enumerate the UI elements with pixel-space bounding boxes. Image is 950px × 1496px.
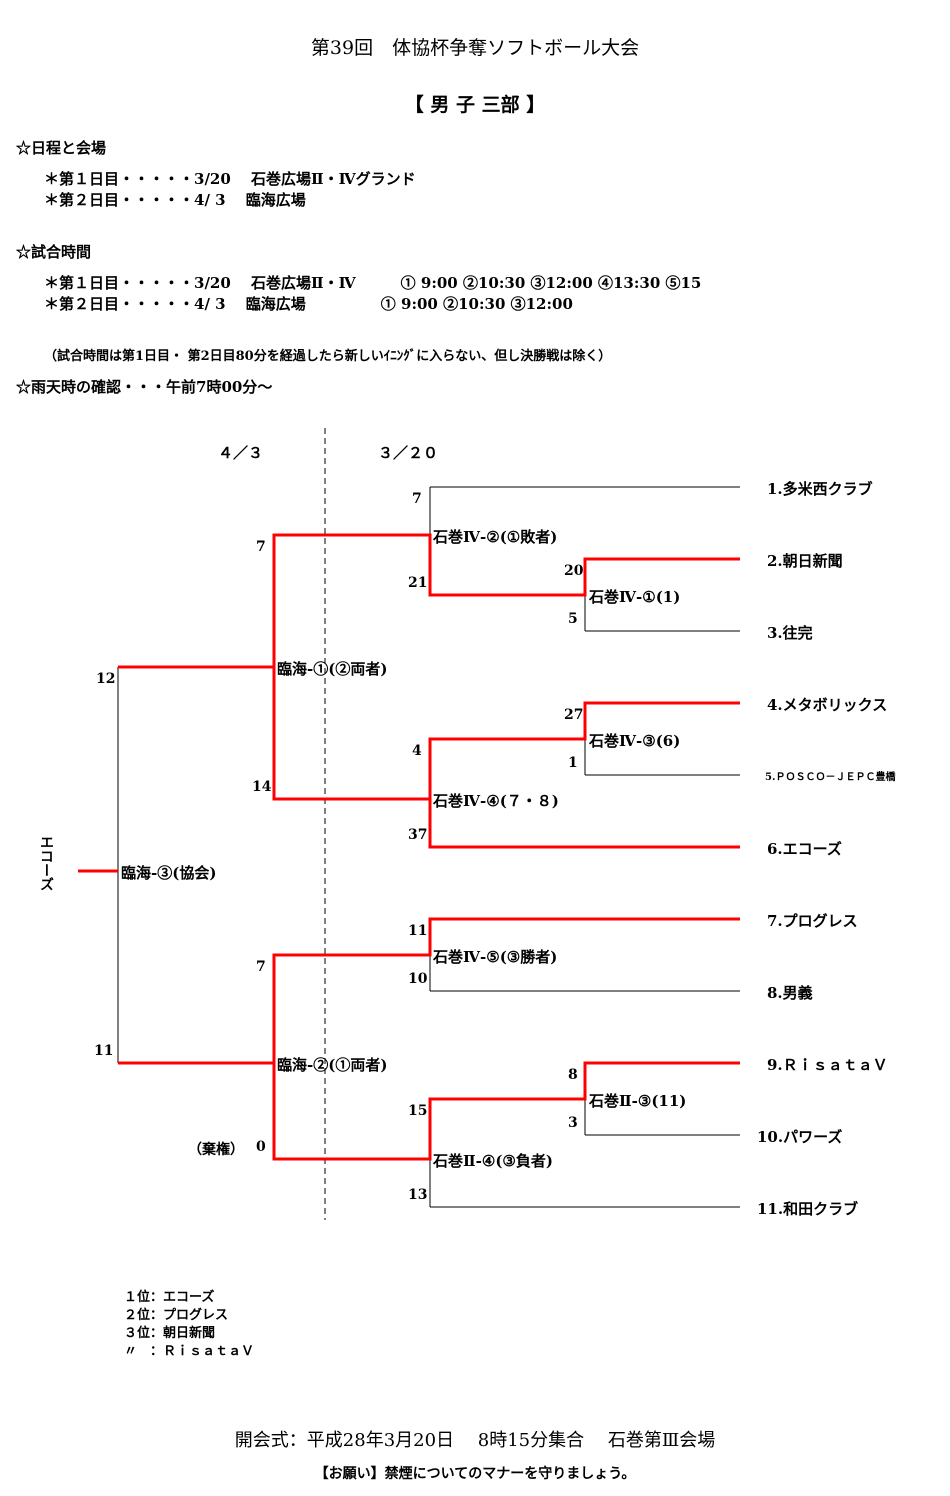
match-label: 臨海-③(協会) — [121, 864, 217, 882]
match-label: 臨海-①(②両者) — [277, 660, 388, 678]
score: 27 — [564, 707, 584, 723]
match-label: 石巻Ⅱ-④(③負者) — [433, 1152, 553, 1170]
page-title: 第39回 体協杯争奪ソフトボール大会 — [310, 37, 640, 59]
request-note: 【お願い】禁煙についてのマナーを守りましょう。 — [314, 1466, 636, 1482]
champion: エコーズ — [38, 835, 54, 891]
forfeit-label: （棄権） — [188, 1142, 244, 1158]
team-6: 6.エコーズ — [767, 840, 842, 858]
date-right: ３／２０ — [378, 444, 439, 462]
score: 4 — [412, 743, 422, 759]
result-1: １位：エコーズ — [124, 1290, 215, 1305]
division-title: 【 男 子 三部 】 — [404, 94, 546, 116]
match-label: 石巻Ⅱ-③(11) — [589, 1092, 687, 1110]
result-3b: 〃 ：ＲｉｓａｔａＶ — [124, 1344, 255, 1359]
score: 13 — [408, 1187, 428, 1203]
team-10: 10.パワーズ — [757, 1128, 843, 1146]
match-label: 石巻Ⅳ-①(1) — [589, 588, 681, 606]
team-9: 9.ＲｉｓａｔａＶ — [767, 1056, 888, 1074]
winner-lines — [78, 533, 740, 1161]
score: 7 — [412, 491, 422, 507]
score: 7 — [256, 959, 266, 975]
score: 37 — [408, 827, 428, 843]
team-3: 3.往完 — [767, 624, 813, 642]
score: 12 — [96, 671, 116, 687]
score: 1 — [568, 755, 578, 771]
match-label: 石巻Ⅳ-③(6) — [589, 732, 681, 750]
times-row: ＊第２日目・・・・・4/ 3 臨海広場 ① 9:00 ②10:30 ③12:00 — [44, 295, 573, 313]
score: 20 — [564, 563, 584, 579]
team-11: 11.和田クラブ — [757, 1200, 859, 1218]
schedule-row: ＊第２日目・・・・・4/ 3 臨海広場 — [44, 191, 306, 209]
score: 5 — [568, 611, 578, 627]
date-left: ４／３ — [218, 444, 264, 462]
match-label: 石巻Ⅳ-②(①敗者) — [433, 528, 558, 546]
score: 8 — [568, 1067, 578, 1083]
schedule-heading: ☆日程と会場 — [16, 139, 107, 157]
score: 21 — [408, 575, 428, 591]
time-note: （試合時間は第1日目・ 第2日目80分を経過したら新しいｲﾆﾝｸﾞに入らない、但… — [44, 349, 612, 364]
result-2: ２位：プログレス — [124, 1308, 229, 1323]
score: 3 — [568, 1115, 578, 1131]
times-heading: ☆試合時間 — [16, 243, 92, 261]
team-8: 8.男義 — [767, 984, 813, 1002]
rain-note: ☆雨天時の確認・・・午前7時00分～ — [16, 378, 273, 396]
black-lines — [117, 486, 740, 1208]
times-row: ＊第１日目・・・・・3/20 石巻広場Ⅱ・Ⅳ ① 9:00 ②10:30 ③12… — [44, 274, 702, 292]
team-4: 4.メタボリックス — [767, 696, 888, 714]
score: 15 — [408, 1103, 428, 1119]
score: 11 — [94, 1043, 114, 1059]
team-1: 1.多米西クラブ — [767, 480, 873, 498]
team-7: 7.プログレス — [767, 912, 858, 930]
team-5: 5.ＰＯＳＣＯ－ＪＥＰＣ豊橋 — [765, 772, 896, 783]
score: 11 — [408, 923, 428, 939]
match-label: 石巻Ⅳ-④(７・８) — [433, 792, 559, 810]
score: 7 — [256, 539, 266, 555]
match-label: 臨海-②(①両者) — [277, 1056, 388, 1074]
score: 0 — [256, 1139, 266, 1155]
opening-ceremony: 開会式：平成28年3月20日 8時15分集合 石巻第Ⅲ会場 — [234, 1430, 716, 1451]
score: 10 — [408, 971, 428, 987]
schedule-row: ＊第１日目・・・・・3/20 石巻広場Ⅱ・Ⅳグランド — [44, 170, 416, 188]
score: 14 — [252, 779, 272, 795]
result-3: ３位：朝日新聞 — [124, 1326, 216, 1341]
team-2: 2.朝日新聞 — [767, 552, 843, 570]
match-label: 石巻Ⅳ-⑤(③勝者) — [433, 948, 558, 966]
